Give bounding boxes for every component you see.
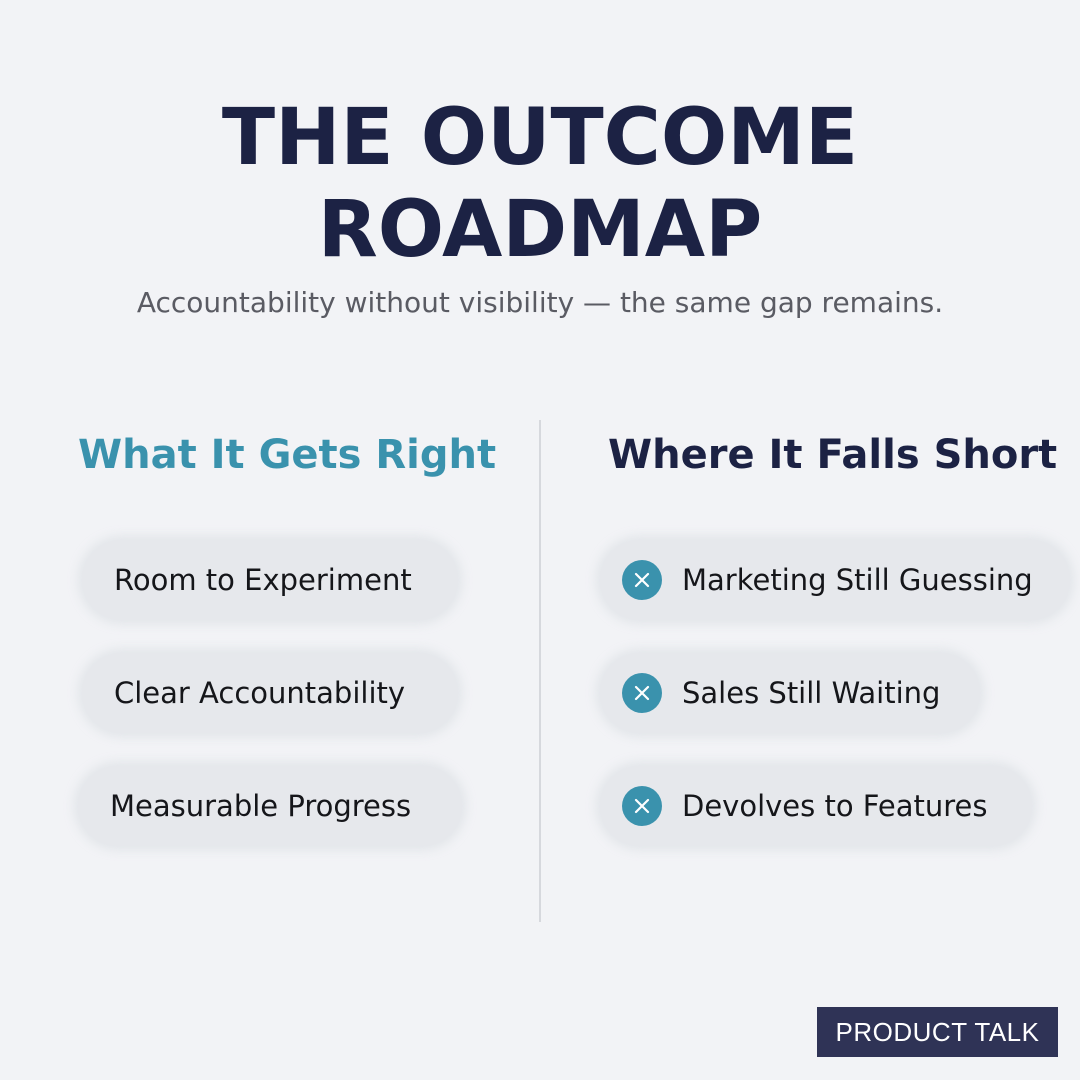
con-item-label: Marketing Still Guessing xyxy=(682,563,1033,597)
pro-item: Clear Accountability xyxy=(82,653,458,733)
con-item-label: Sales Still Waiting xyxy=(682,676,941,710)
pro-item: Room to Experiment xyxy=(82,540,458,620)
con-item: Marketing Still Guessing xyxy=(600,540,1070,620)
con-item-label: Devolves to Features xyxy=(682,789,988,823)
x-circle-icon xyxy=(622,786,662,826)
column-divider xyxy=(539,420,541,922)
page-title: THE OUTCOME ROADMAP xyxy=(0,92,1080,276)
title-line-1: THE OUTCOME xyxy=(221,93,859,183)
pro-item-label: Room to Experiment xyxy=(114,563,412,597)
pro-item-label: Clear Accountability xyxy=(114,676,406,710)
brand-badge: PRODUCT TALK xyxy=(817,1007,1058,1057)
title-line-2: ROADMAP xyxy=(317,185,763,275)
x-circle-icon xyxy=(622,560,662,600)
pro-item-label: Measurable Progress xyxy=(110,789,412,823)
con-item: Sales Still Waiting xyxy=(600,653,980,733)
right-column-heading: Where It Falls Short xyxy=(608,432,1058,478)
x-circle-icon xyxy=(622,673,662,713)
left-column-heading: What It Gets Right xyxy=(78,432,497,478)
pro-item: Measurable Progress xyxy=(78,766,462,846)
subtitle: Accountability without visibility — the … xyxy=(136,286,944,319)
con-item: Devolves to Features xyxy=(600,766,1032,846)
